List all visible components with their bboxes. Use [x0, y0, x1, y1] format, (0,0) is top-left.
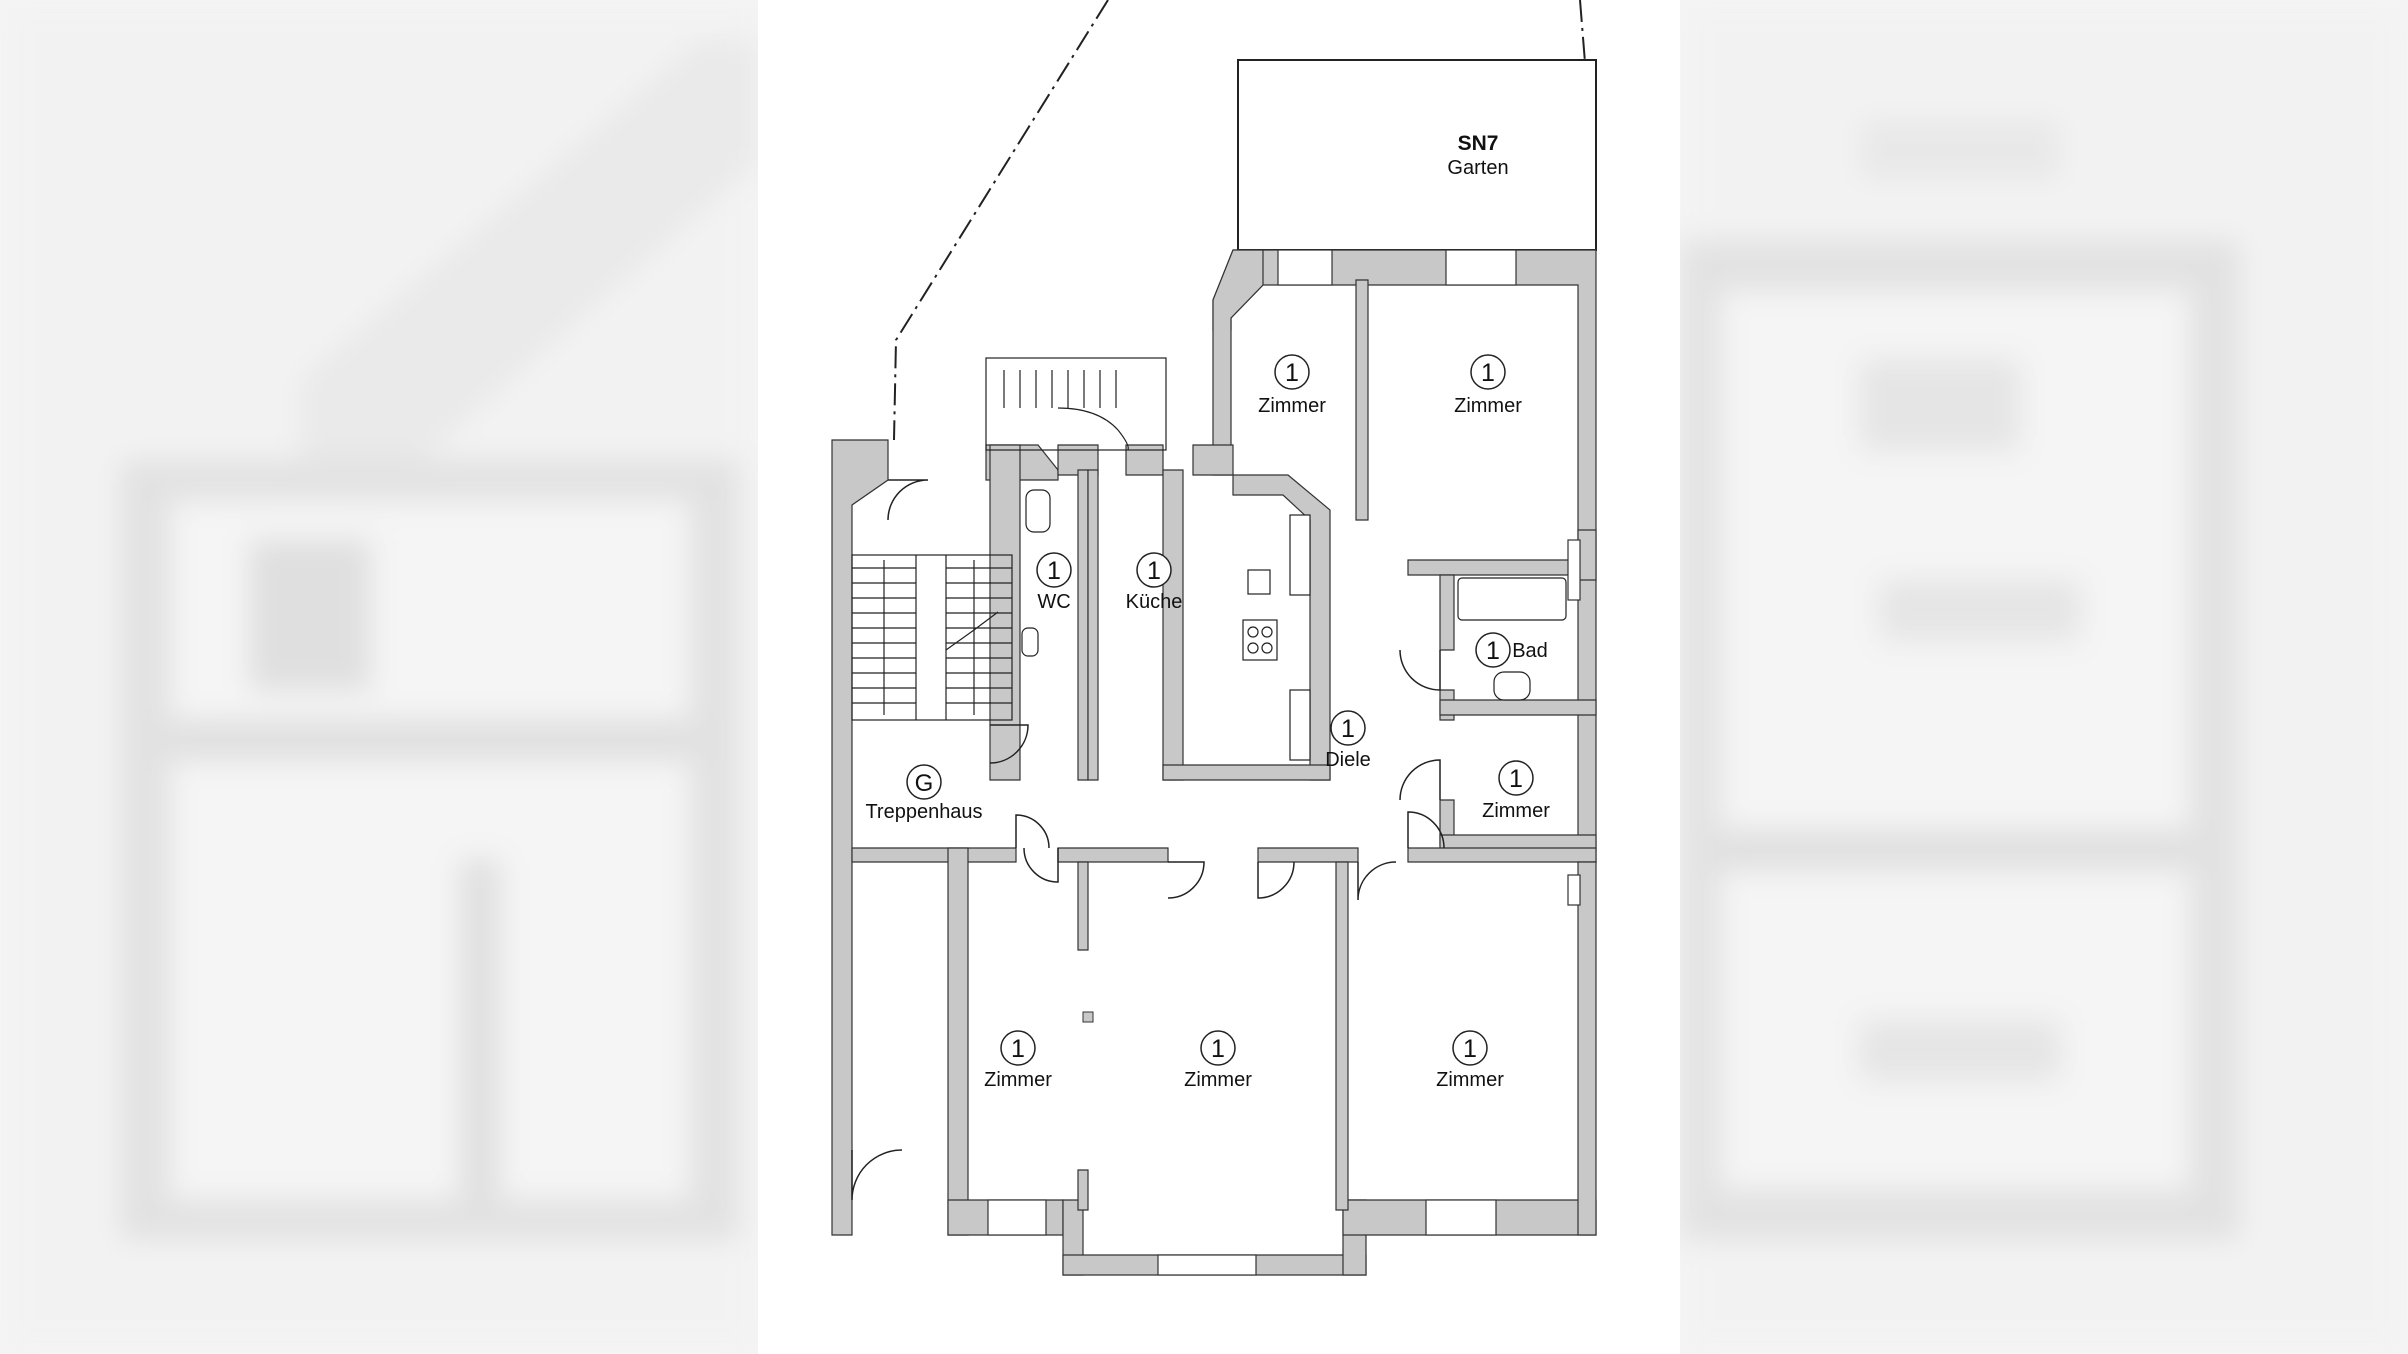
room-number: 1 — [1481, 359, 1495, 387]
room-label: Diele — [1325, 749, 1371, 771]
room-label: Zimmer — [1454, 395, 1522, 417]
room-number: 1 — [1341, 715, 1355, 743]
fixtures — [1021, 489, 1567, 761]
room-number: 1 — [1463, 1035, 1477, 1063]
door-swings — [851, 479, 1445, 1201]
room-labels: 1 Zimmer 1 Zimmer 1 WC 1 Küche — [865, 354, 1550, 1091]
room-zimmer-e: 1 Zimmer — [1482, 760, 1550, 822]
room-number: 1 — [1211, 1035, 1225, 1063]
wc-basin-icon — [1021, 627, 1039, 657]
staircase-top — [985, 357, 1167, 451]
garden-area: SN7 Garten — [1237, 59, 1597, 251]
room-number: G — [915, 770, 934, 797]
staircase-main — [851, 554, 1013, 721]
room-number: 1 — [1011, 1035, 1025, 1063]
room-zimmer-s: 1 Zimmer — [1184, 1030, 1252, 1091]
room-label: WC — [1037, 591, 1070, 613]
kitchen-counter-icon — [1289, 514, 1311, 596]
windows — [987, 249, 1581, 1276]
room-zimmer-nw: 1 Zimmer — [1258, 354, 1326, 417]
stove-icon — [1242, 619, 1278, 661]
blurred-background-left — [0, 0, 760, 1354]
room-label: Bad — [1512, 640, 1548, 662]
walls — [831, 249, 1597, 1276]
room-number: 1 — [1509, 765, 1523, 793]
room-number: 1 — [1285, 359, 1299, 387]
room-treppenhaus: G Treppenhaus — [865, 764, 983, 823]
bad-toilet-icon — [1493, 671, 1531, 701]
room-label: Zimmer — [1184, 1069, 1252, 1091]
room-diele: 1 Diele — [1325, 710, 1371, 771]
room-kueche: 1 Küche — [1126, 552, 1183, 613]
room-bad: 1 Bad — [1475, 632, 1548, 668]
room-label: Küche — [1126, 591, 1183, 613]
room-number: 1 — [1486, 637, 1500, 665]
room-number: 1 — [1047, 557, 1061, 585]
room-zimmer-se: 1 Zimmer — [1436, 1030, 1504, 1091]
room-zimmer-ne: 1 Zimmer — [1454, 354, 1522, 417]
room-label: Zimmer — [1258, 395, 1326, 417]
room-zimmer-sw: 1 Zimmer — [984, 1030, 1052, 1091]
bathtub-icon — [1457, 577, 1567, 621]
garden-code: SN7 — [1458, 132, 1499, 155]
column-marker — [1082, 1011, 1094, 1023]
room-label: Treppenhaus — [865, 801, 982, 823]
floor-plan-drawing: SN7 Garten — [831, 0, 1597, 1276]
blurred-background-right — [1680, 0, 2408, 1354]
floor-plan-panel: SN7 Garten — [758, 0, 1680, 1354]
garden-label: Garten — [1447, 157, 1508, 179]
room-label: Zimmer — [1436, 1069, 1504, 1091]
room-label: Zimmer — [1482, 800, 1550, 822]
room-number: 1 — [1147, 557, 1161, 585]
kitchen-counter-icon-2 — [1289, 689, 1311, 761]
toilet-icon — [1025, 489, 1051, 533]
sink-icon — [1247, 569, 1271, 595]
room-label: Zimmer — [984, 1069, 1052, 1091]
room-wc: 1 WC — [1036, 552, 1072, 613]
